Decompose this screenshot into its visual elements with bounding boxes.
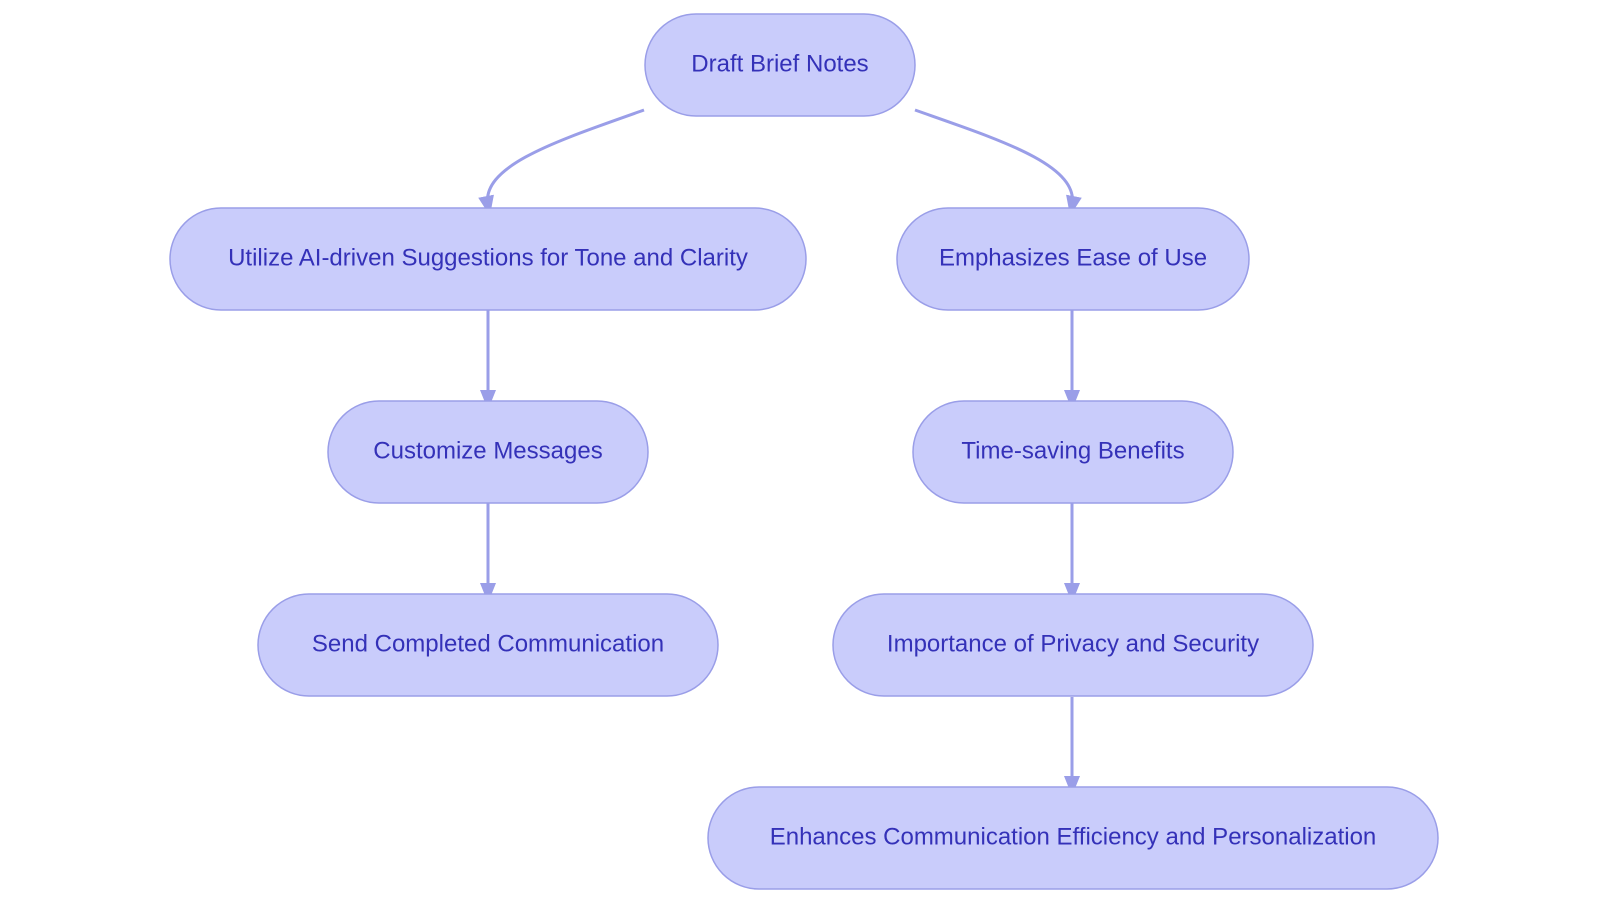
node-draft-brief-notes: Draft Brief Notes — [644, 13, 916, 117]
node-emphasizes-ease-of-use: Emphasizes Ease of Use — [896, 207, 1250, 311]
node-time-saving-benefits: Time-saving Benefits — [912, 400, 1234, 504]
node-label: Utilize AI-driven Suggestions for Tone a… — [228, 244, 748, 271]
node-label: Emphasizes Ease of Use — [939, 244, 1207, 271]
node-importance-privacy-security: Importance of Privacy and Security — [832, 593, 1314, 697]
edge-draft-to-utilize — [478, 108, 645, 216]
edges — [478, 108, 1082, 796]
node-enhances-efficiency-personalization: Enhances Communication Efficiency and Pe… — [707, 786, 1439, 890]
node-label: Enhances Communication Efficiency and Pe… — [770, 823, 1377, 850]
node-customize-messages: Customize Messages — [327, 400, 649, 504]
node-utilize-ai-suggestions: Utilize AI-driven Suggestions for Tone a… — [169, 207, 807, 311]
edge-draft-to-ease — [914, 108, 1082, 216]
node-label: Importance of Privacy and Security — [887, 630, 1259, 657]
node-send-completed-communication: Send Completed Communication — [257, 593, 719, 697]
node-label: Customize Messages — [373, 437, 602, 464]
node-label: Time-saving Benefits — [961, 437, 1184, 464]
node-label: Draft Brief Notes — [691, 50, 868, 77]
node-label: Send Completed Communication — [312, 630, 664, 657]
